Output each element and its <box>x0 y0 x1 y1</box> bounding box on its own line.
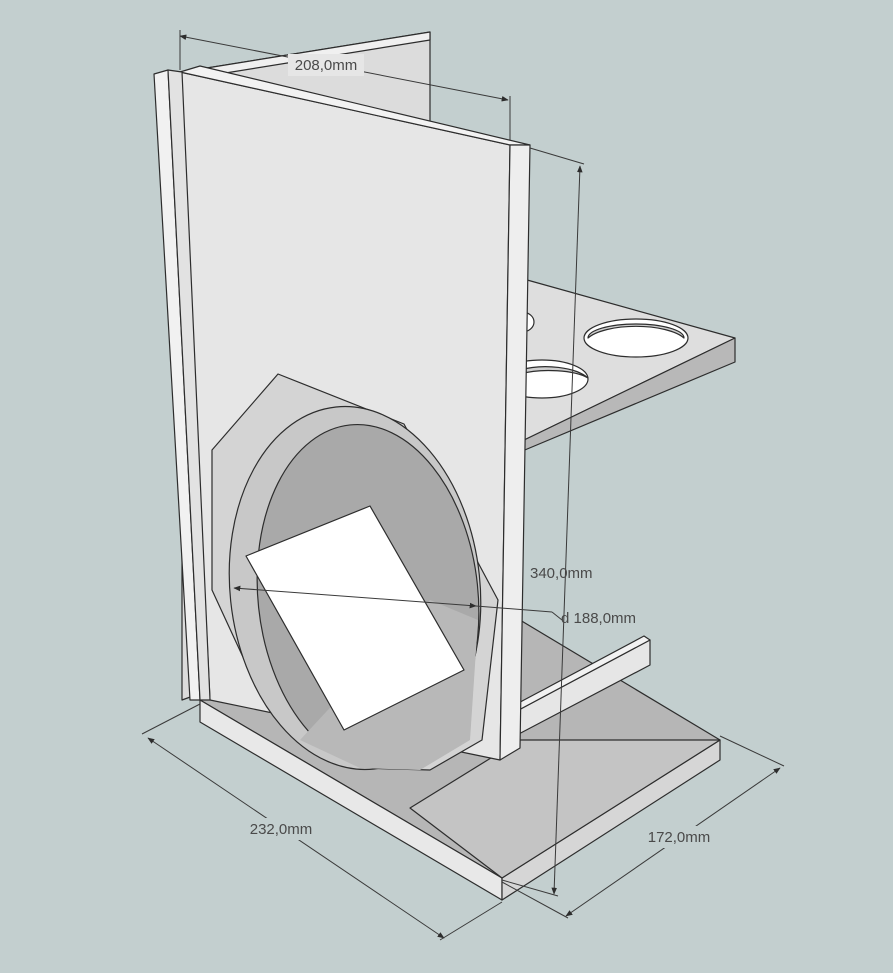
dimension-232: 232,0mm <box>141 703 503 941</box>
dimension-208: 208,0mm <box>179 30 511 140</box>
dimension-340: 340,0mm <box>501 147 593 897</box>
dimension-label-188: d 188,0mm <box>561 610 636 627</box>
dimension-172: 172,0mm <box>501 735 785 919</box>
dimension-label-172: 172,0mm <box>648 829 711 846</box>
dimension-diameter: d 188,0mm <box>233 585 636 627</box>
paper-sheet <box>245 505 465 731</box>
dimension-label-232: 232,0mm <box>250 821 313 838</box>
circular-opening <box>211 373 499 771</box>
dimension-label-208: 208,0mm <box>295 57 358 74</box>
cup-shelf <box>495 277 736 453</box>
dimension-label-340: 340,0mm <box>530 565 593 582</box>
